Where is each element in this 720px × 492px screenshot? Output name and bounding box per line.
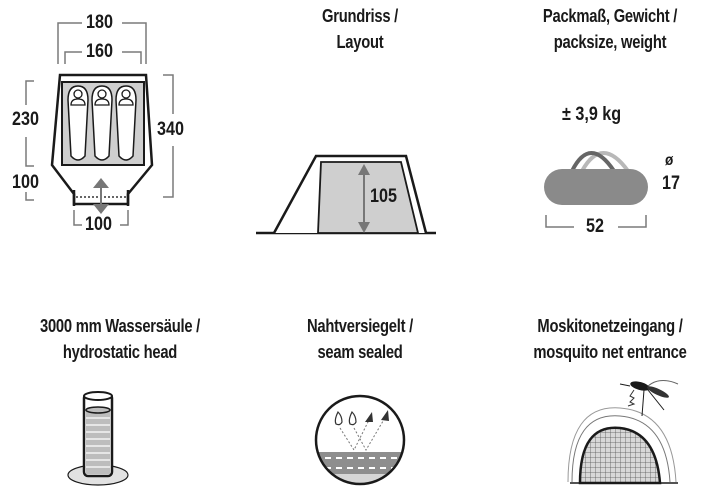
length-vestibule-label: 100 [12,172,39,193]
packsize-title-line2: packsize, weight [553,32,667,52]
hydrostatic-title-line1: 3000 mm Wassersäule / [39,316,201,336]
length-inner-label: 230 [12,109,39,130]
mosquito-net-icon [567,380,679,485]
entrance-width-label: 100 [85,214,112,235]
width-inner-label: 160 [86,41,113,62]
hydrostatic-title-line2: hydrostatic head [62,342,178,362]
mosquito-title-line1: Moskitonetzeingang / [537,316,683,336]
seam-title-line1: Nahtversiegelt / [306,316,413,336]
diameter-label: 17 [662,173,680,194]
tent-profile-diagram [256,154,436,235]
tent-height-label: 105 [370,186,397,207]
floorplan-panel: 180 160 230 100 340 100 [0,0,240,250]
weight-label: ± 3,9 kg [562,104,622,125]
width-outer-label: 180 [86,12,113,33]
layout-title-line1: Grundriss / [321,6,399,26]
packsize-title-line1: Packmaß, Gewicht / [542,6,678,26]
diameter-symbol: ø [665,152,674,169]
layout-title-line2: Layout [336,32,384,52]
pack-bag-icon [544,151,648,228]
water-column-icon [67,391,129,486]
seam-title-line2: seam sealed [317,342,403,362]
mosquito-title-line2: mosquito net entrance [533,342,687,362]
seam-sealed-icon [314,394,406,486]
length-total-label: 340 [157,119,184,140]
floorplan-diagram [25,22,174,226]
pack-length-label: 52 [586,216,604,237]
